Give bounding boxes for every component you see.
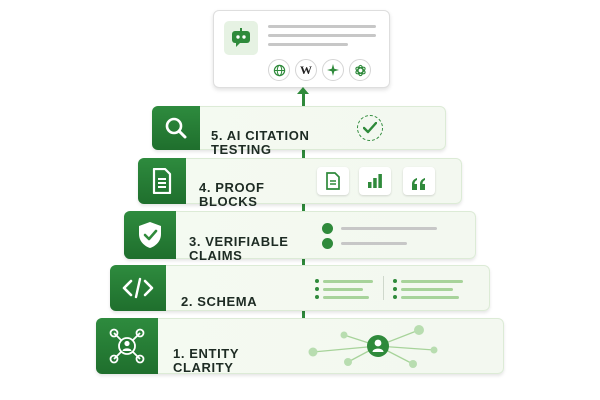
wikipedia-icon: W — [295, 59, 317, 81]
answer-text-line — [268, 25, 376, 28]
layer-4-label: 4. PROOF BLOCKS — [199, 180, 265, 209]
chatbot-icon — [224, 21, 258, 55]
check-icon — [322, 223, 333, 234]
claim-line — [341, 227, 437, 230]
ai-answer-card: W — [213, 10, 390, 88]
document-icon — [317, 167, 349, 195]
claim-line — [341, 242, 407, 245]
shield-check-icon — [124, 211, 176, 259]
document-icon — [138, 158, 186, 204]
code-icon — [110, 265, 166, 311]
layer-verifiable-claims: 3. VERIFIABLE CLAIMS — [124, 211, 476, 263]
search-icon — [152, 106, 200, 150]
bar-chart-icon — [359, 167, 391, 195]
quote-icon — [403, 167, 435, 195]
entity-graph — [308, 325, 438, 368]
layer-5-label: 5. AI CITATION TESTING — [211, 128, 310, 157]
layer-schema: 2. SCHEMA — [110, 265, 490, 311]
layer-entity-clarity: 1. ENTITY CLARITY — [96, 318, 504, 375]
answer-text-line — [268, 43, 348, 46]
wikipedia-letter: W — [300, 62, 312, 77]
layer-ai-citation-testing: 5. AI CITATION TESTING — [152, 106, 446, 157]
check-icon — [322, 238, 333, 249]
layer-1-label: 1. ENTITY CLARITY — [173, 346, 240, 375]
layer-3-label: 3. VERIFIABLE CLAIMS — [189, 234, 289, 263]
engine-badges: W — [268, 59, 383, 81]
entity-network-icon — [96, 318, 158, 374]
sparkle-icon — [322, 59, 344, 81]
layer-proof-blocks: 4. PROOF BLOCKS — [138, 158, 462, 209]
answer-text-line — [268, 34, 376, 37]
openai-icon — [349, 59, 371, 81]
layer-2-label: 2. SCHEMA — [181, 294, 258, 309]
schema-divider — [383, 276, 384, 300]
globe-icon — [268, 59, 290, 81]
dashed-check-icon — [357, 115, 383, 141]
